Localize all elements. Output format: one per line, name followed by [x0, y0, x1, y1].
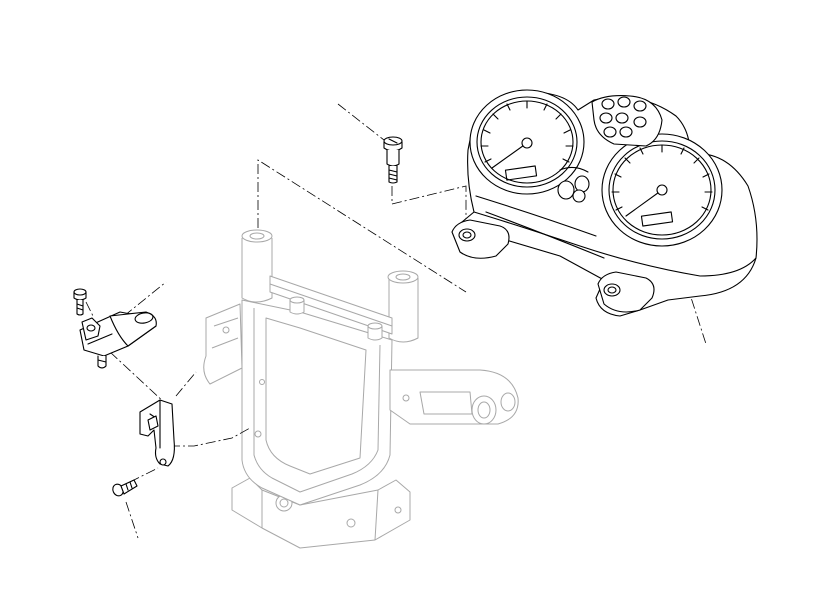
sensor — [79, 311, 157, 369]
cluster-screw — [383, 136, 403, 184]
sensor-bolt — [73, 288, 87, 316]
support-frame — [203, 229, 519, 549]
instrument-cluster — [451, 89, 758, 317]
bracket-screw — [112, 479, 138, 497]
sensor-bracket — [139, 399, 175, 467]
leader-lines — [85, 103, 707, 539]
